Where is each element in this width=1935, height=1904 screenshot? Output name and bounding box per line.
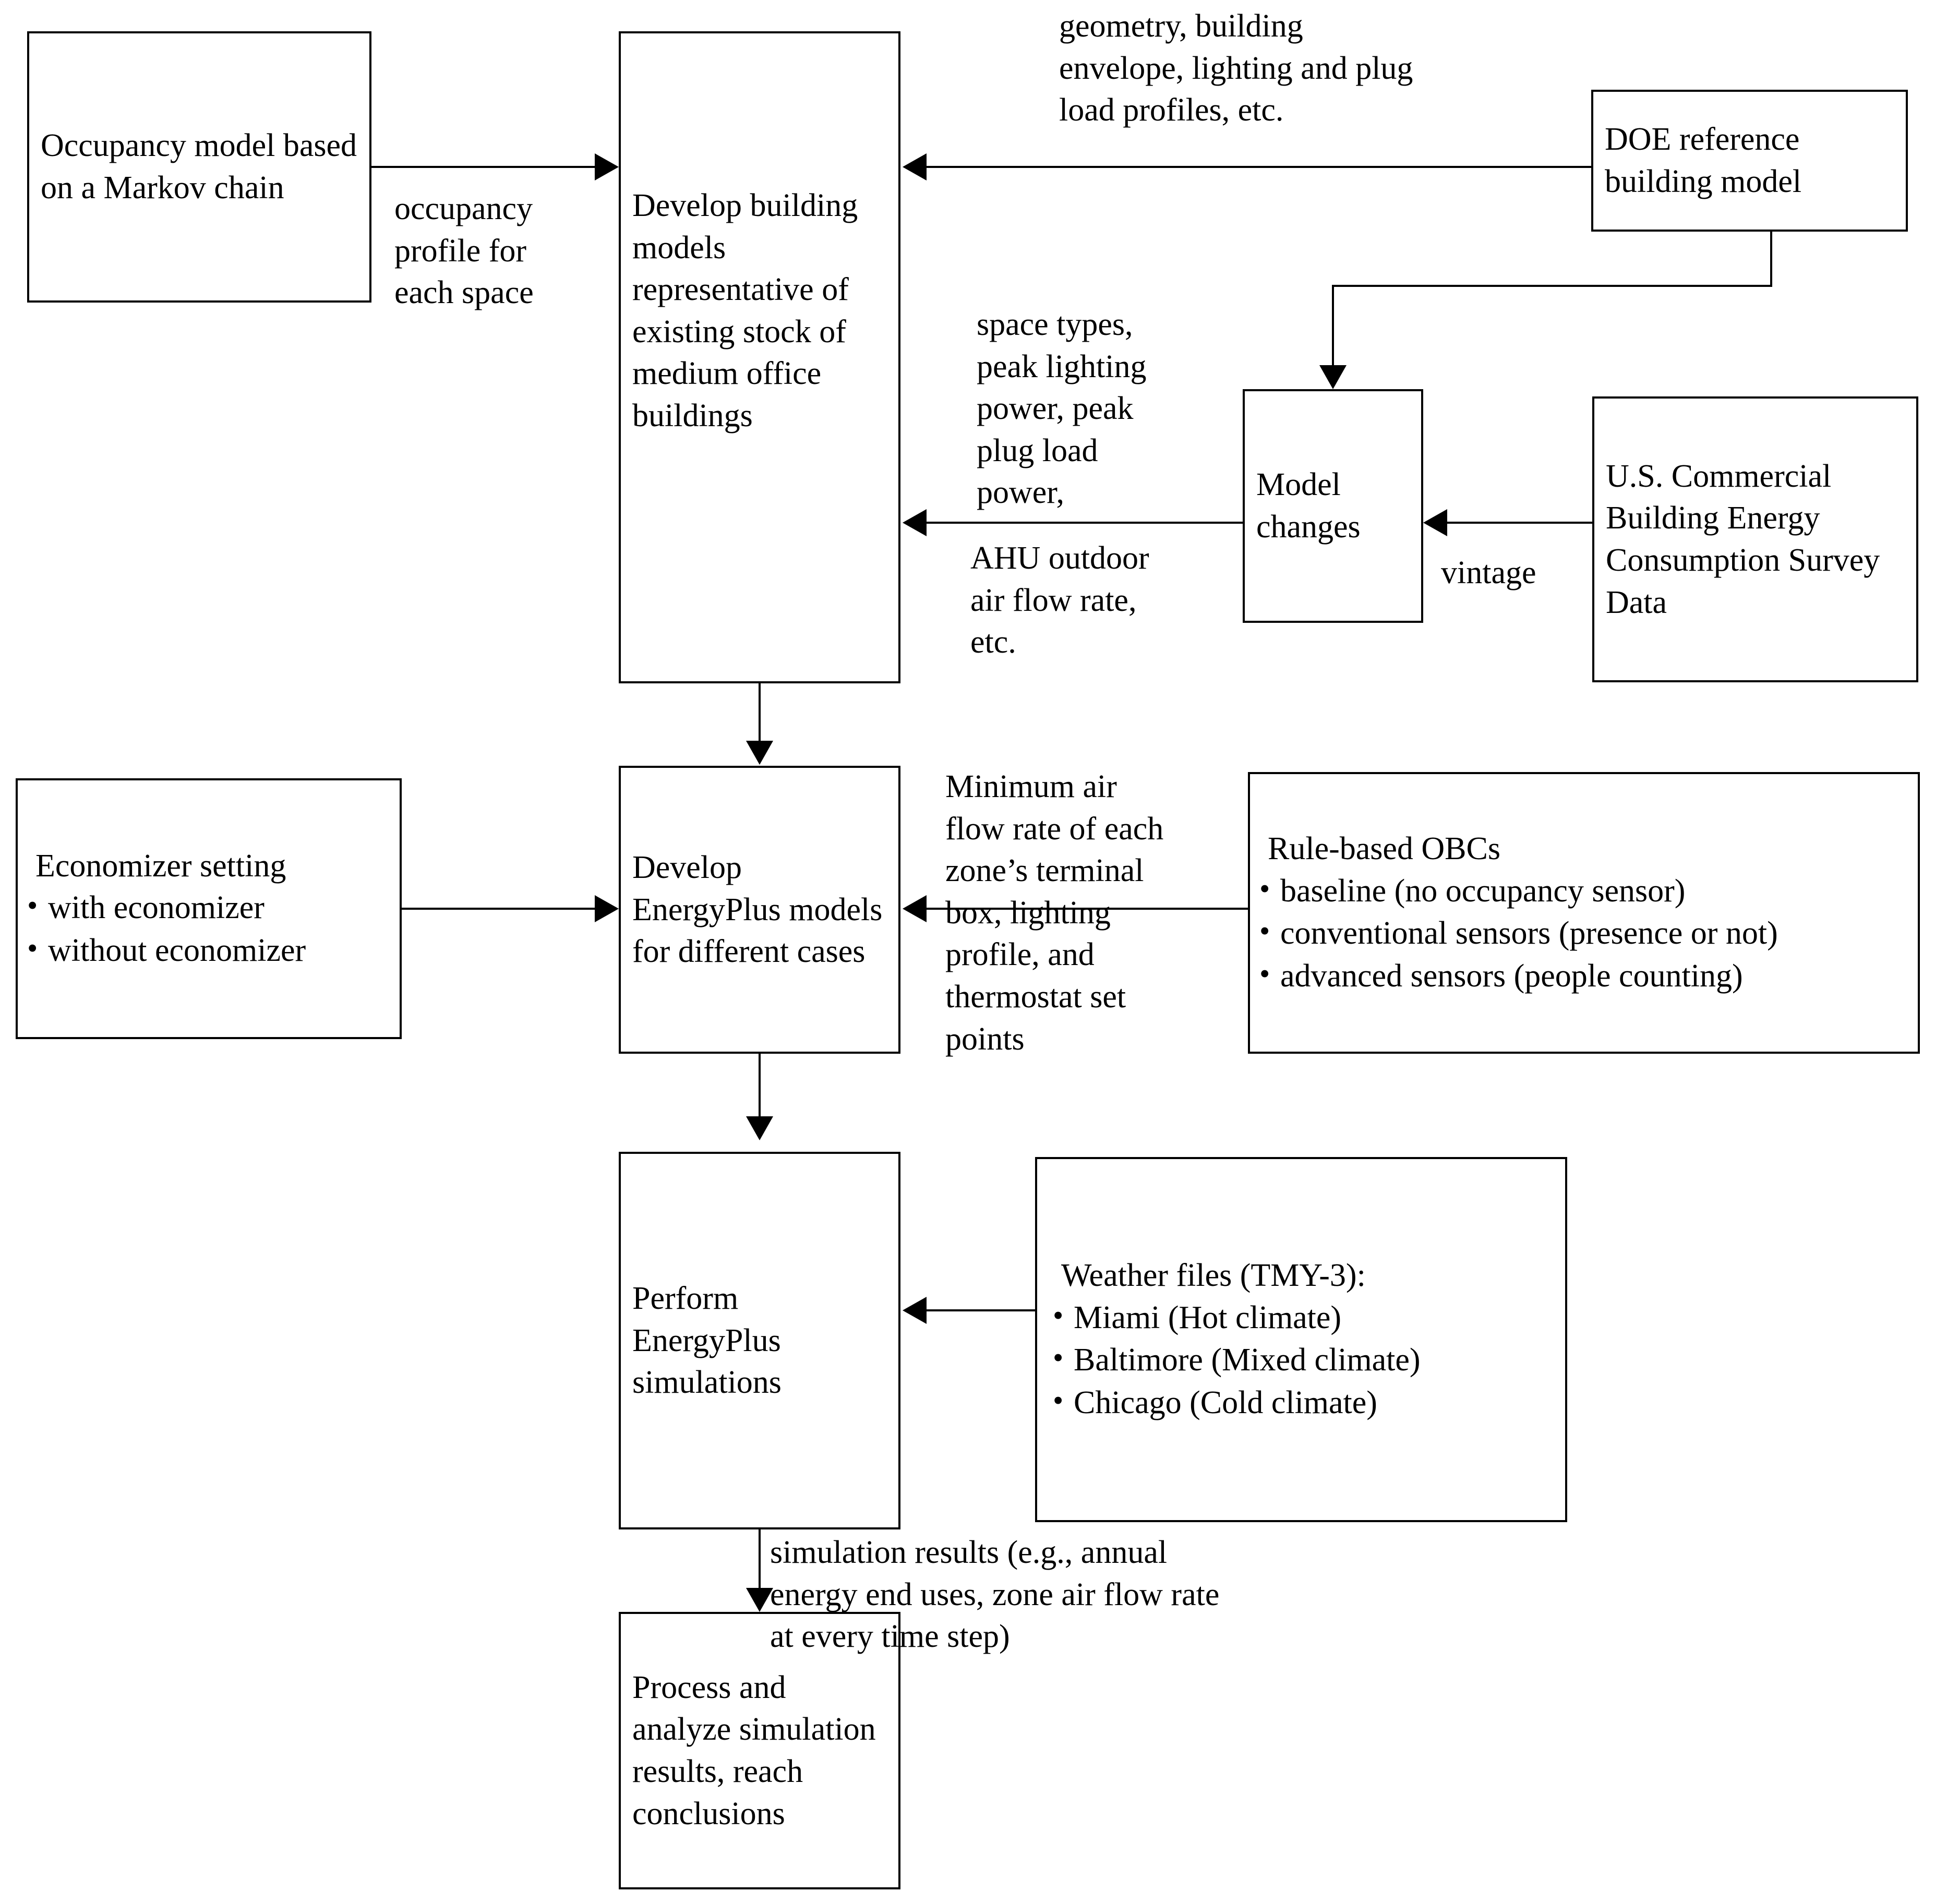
node-perform-simulations[interactable]: Perform EnergyPlus simulations — [619, 1152, 900, 1529]
edge-energyplus-to-perform — [759, 1054, 761, 1116]
edge-label-space-types: space types, peak lighting power, peak p… — [977, 307, 1147, 511]
list-item: conventional sensors (presence or not) — [1255, 911, 1913, 955]
edge-economizer-to-energyplus — [402, 908, 596, 910]
edge-develop-to-energyplus — [759, 683, 761, 741]
arrowhead-doe-to-develop — [903, 153, 927, 180]
list-item: Baltimore (Mixed climate) — [1049, 1338, 1560, 1382]
node-process-analyze[interactable]: Process and analyze simulation results, … — [619, 1612, 900, 1889]
edge-label-vintage: vintage — [1441, 555, 1536, 591]
edge-label-geometry-envelope: geometry, building envelope, lighting an… — [1059, 8, 1413, 128]
node-economizer-setting[interactable]: Economizer setting with economizer witho… — [16, 778, 402, 1039]
edge-weather-to-perform — [927, 1309, 1036, 1311]
arrowhead-energyplus-to-perform — [746, 1116, 773, 1140]
weather-files-list: Miami (Hot climate) Baltimore (Mixed cli… — [1037, 1296, 1565, 1425]
list-item: Chicago (Cold climate) — [1049, 1381, 1560, 1425]
node-doe-reference-building-model[interactable]: DOE reference building model — [1591, 90, 1908, 232]
edge-doe-to-develop — [927, 166, 1592, 168]
edge-model-changes-to-develop — [927, 522, 1243, 524]
arrowhead-obcs-to-energyplus — [903, 895, 927, 922]
list-item: baseline (no occupancy sensor) — [1255, 869, 1913, 913]
edge-label-simulation-results: simulation results (e.g., annual energy … — [770, 1535, 1220, 1655]
edge-label-minimum-air-flow: Minimum air flow rate of each zone’s ter… — [945, 769, 1164, 1057]
edge-doe-to-model-changes-h — [1332, 285, 1772, 287]
node-develop-building-models[interactable]: Develop building models representative o… — [619, 31, 900, 683]
arrowhead-doe-to-model-changes — [1319, 365, 1347, 389]
node-occupancy-model[interactable]: Occupancy model based on a Markov chain — [27, 31, 371, 303]
node-rule-based-obcs[interactable]: Rule-based OBCs baseline (no occupancy s… — [1248, 772, 1920, 1054]
edge-doe-to-model-changes-v1 — [1770, 232, 1772, 287]
edge-label-occupancy-profile: occupancy profile for each space — [394, 191, 534, 311]
arrowhead-develop-to-energyplus — [746, 741, 773, 765]
edge-obcs-to-energyplus — [927, 908, 1248, 910]
node-rule-based-obcs-title: Rule-based OBCs — [1268, 830, 1501, 866]
node-occupancy-model-label: Occupancy model based on a Markov chain — [41, 128, 357, 206]
edge-label-ahu-outdoor: AHU outdoor air flow rate, etc. — [970, 540, 1149, 660]
arrowhead-cbecs-to-model-changes — [1423, 509, 1447, 536]
edge-doe-to-model-changes-v2 — [1332, 285, 1334, 365]
node-cbecs[interactable]: U.S. Commercial Building Energy Consumpt… — [1592, 396, 1918, 682]
list-item: without economizer — [23, 929, 394, 972]
node-model-changes-label: Model changes — [1256, 467, 1361, 545]
list-item: advanced sensors (people counting) — [1255, 954, 1913, 998]
node-economizer-setting-title: Economizer setting — [35, 848, 286, 884]
node-develop-energyplus-models[interactable]: Develop EnergyPlus models for different … — [619, 766, 900, 1054]
arrowhead-perform-to-process — [746, 1588, 773, 1612]
list-item: with economizer — [23, 886, 394, 930]
arrowhead-weather-to-perform — [903, 1297, 927, 1324]
node-perform-simulations-label: Perform EnergyPlus simulations — [632, 1281, 782, 1401]
edge-perform-to-process — [759, 1529, 761, 1588]
edge-occupancy-to-develop — [371, 166, 596, 168]
arrowhead-occupancy-to-develop — [595, 153, 619, 180]
arrowhead-economizer-to-energyplus — [595, 895, 619, 922]
node-weather-files[interactable]: Weather files (TMY-3): Miami (Hot climat… — [1035, 1157, 1567, 1522]
list-item: Miami (Hot climate) — [1049, 1296, 1560, 1340]
arrowhead-model-changes-to-develop — [903, 509, 927, 536]
node-cbecs-label: U.S. Commercial Building Energy Consumpt… — [1606, 458, 1880, 620]
node-develop-building-models-label: Develop building models representative o… — [632, 188, 858, 433]
edge-cbecs-to-model-changes — [1447, 522, 1592, 524]
economizer-setting-list: with economizer without economizer — [18, 886, 400, 972]
node-model-changes[interactable]: Model changes — [1243, 389, 1423, 623]
node-doe-reference-building-model-label: DOE reference building model — [1605, 122, 1802, 199]
rule-based-obcs-list: baseline (no occupancy sensor) conventio… — [1250, 869, 1918, 998]
node-develop-energyplus-models-label: Develop EnergyPlus models for different … — [632, 850, 883, 970]
node-weather-files-title: Weather files (TMY-3): — [1061, 1257, 1366, 1293]
node-process-analyze-label: Process and analyze simulation results, … — [632, 1669, 876, 1831]
